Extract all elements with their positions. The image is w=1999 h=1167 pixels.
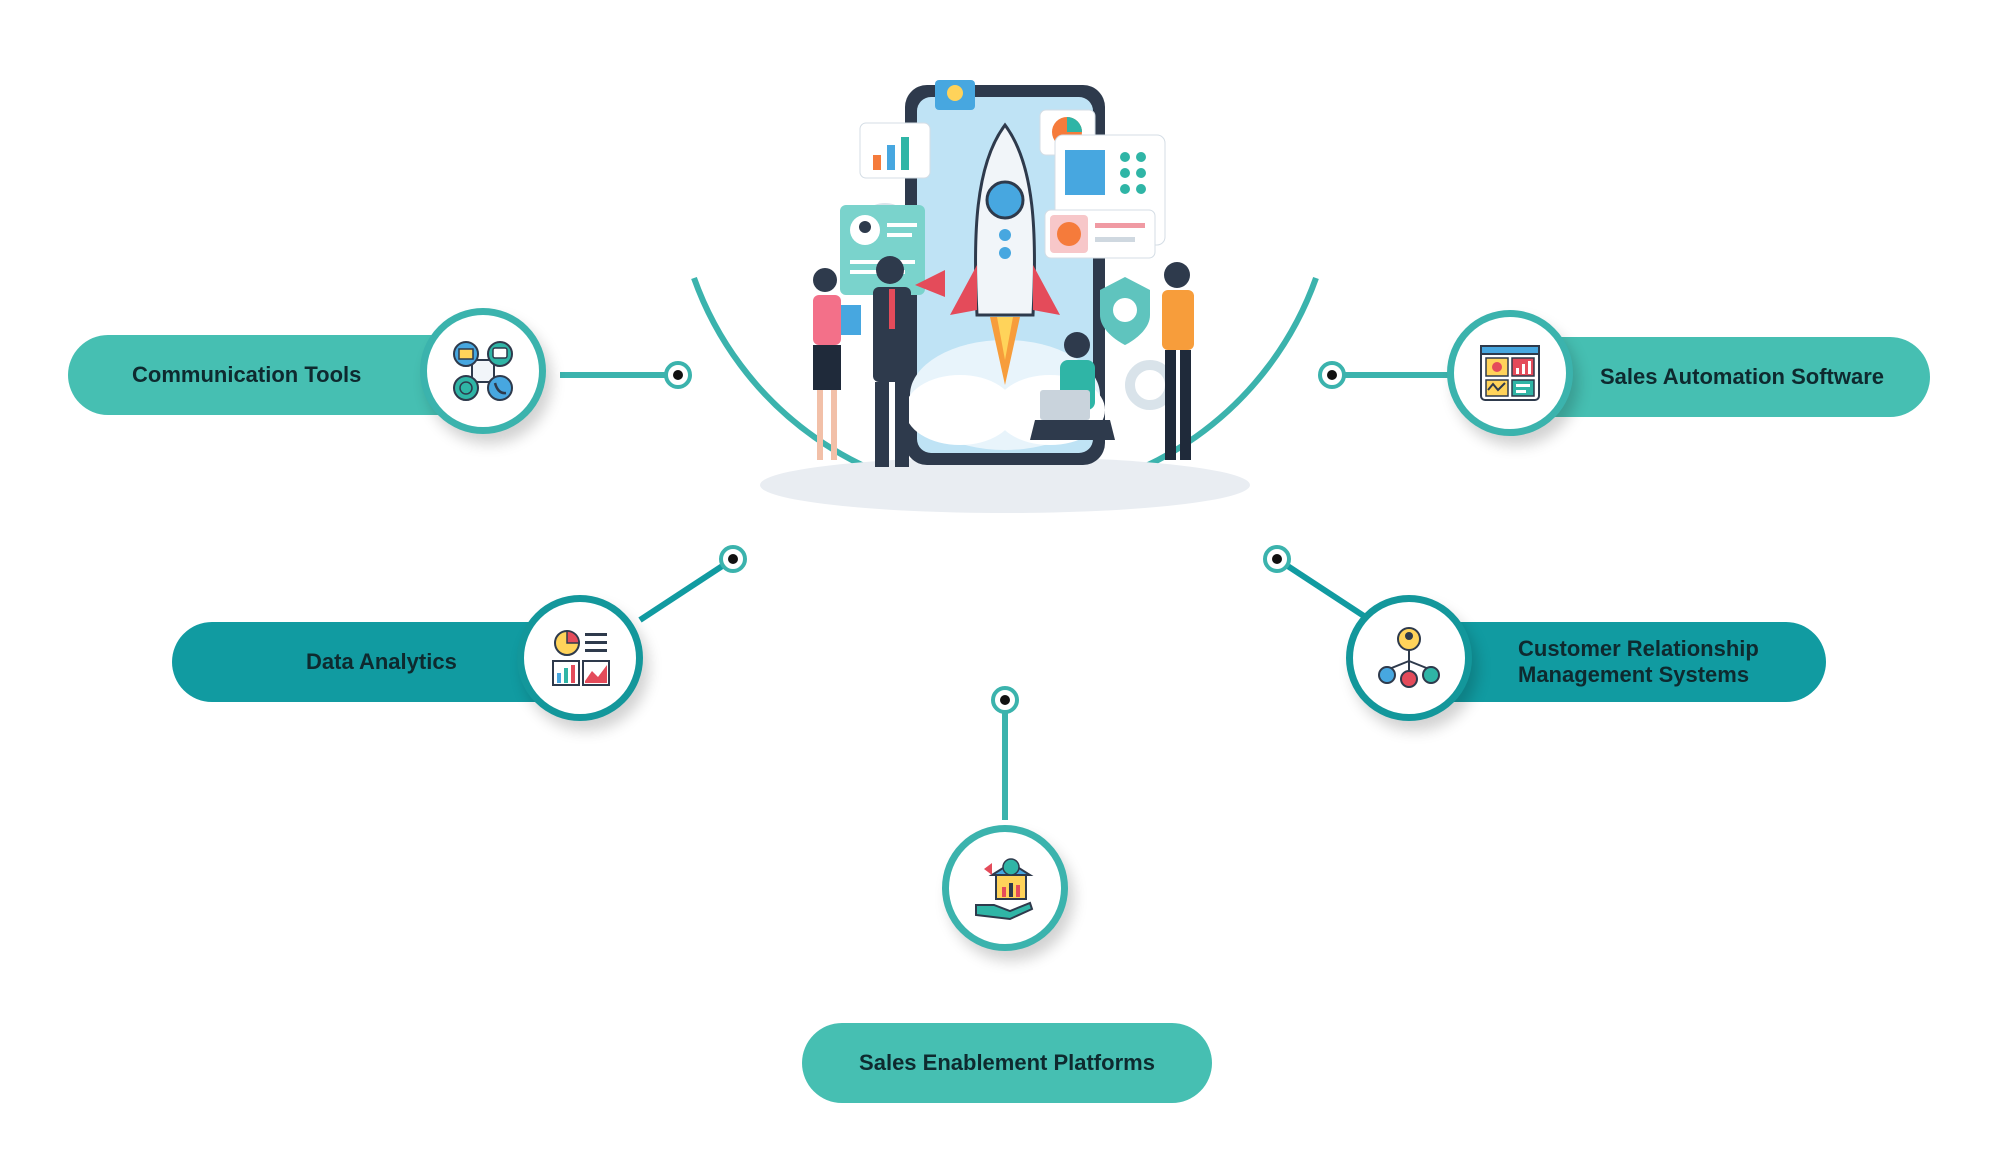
communication-tools-badge[interactable] <box>420 308 546 434</box>
sales-automation-badge[interactable] <box>1447 310 1573 436</box>
data-analytics-label: Data Analytics <box>306 649 457 674</box>
crm-label: Customer Relationship Management Systems <box>1518 636 1759 687</box>
arc-node-sales-enablement <box>991 686 1019 714</box>
startup-rocket-team-illustration <box>760 80 1250 513</box>
sales-enablement-label: Sales Enablement Platforms <box>859 1050 1155 1075</box>
sales-enablement-badge[interactable] <box>942 825 1068 951</box>
communication-tools-icon <box>453 341 513 401</box>
crm-pill[interactable]: Customer Relationship Management Systems <box>1406 622 1826 702</box>
sales-automation-label: Sales Automation Software <box>1600 364 1885 389</box>
sales-automation-icon <box>1480 345 1540 401</box>
sales-enablement-icon <box>975 858 1034 921</box>
communication-tools-label: Communication Tools <box>132 362 362 387</box>
data-analytics-icon <box>552 630 610 686</box>
data-analytics-badge[interactable] <box>517 595 643 721</box>
crm-badge[interactable] <box>1346 595 1472 721</box>
arc-node-sales-automation <box>1318 361 1346 389</box>
sales-automation-pill[interactable]: Sales Automation Software <box>1515 337 1930 417</box>
arc-node-data-analytics <box>719 545 747 573</box>
communication-tools-pill[interactable]: Communication Tools <box>68 335 488 415</box>
arc-node-crm <box>1263 545 1291 573</box>
arc-node-communication <box>664 361 692 389</box>
sales-enablement-pill[interactable]: Sales Enablement Platforms <box>802 1023 1212 1103</box>
crm-icon <box>1378 627 1440 688</box>
